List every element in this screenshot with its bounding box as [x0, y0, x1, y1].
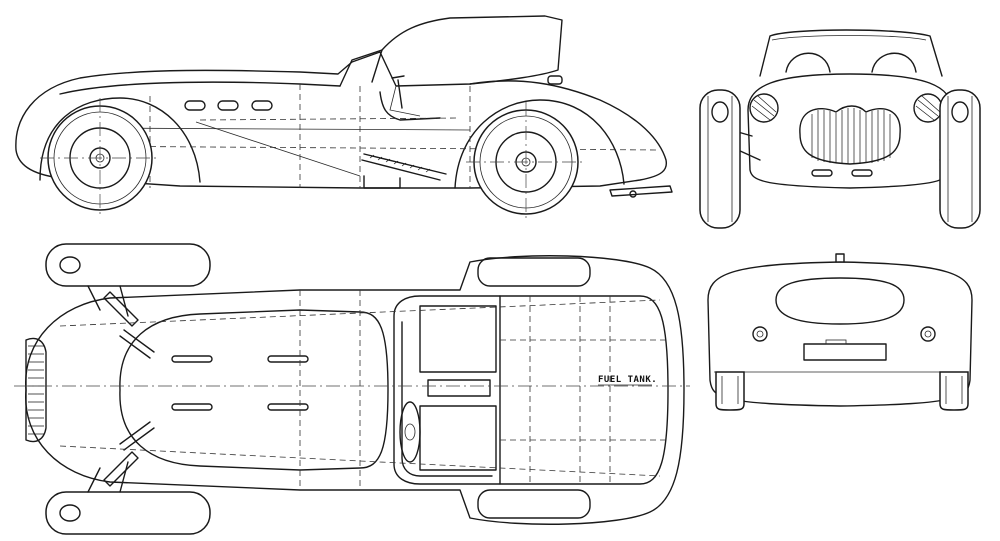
rear-boot-lid: [775, 277, 905, 325]
side-hood: [381, 15, 563, 85]
side-fuel-cap: [547, 75, 563, 85]
side-vent-2: [217, 100, 239, 111]
side-exhaust: [361, 153, 447, 181]
top-bonnet: [119, 309, 389, 471]
front-left-headlamp: [749, 93, 779, 123]
side-steering-wheel: [391, 75, 405, 109]
top-seat-left: [419, 305, 497, 373]
rear-right-lamp: [920, 326, 936, 342]
top-cockpit: [393, 295, 501, 485]
front-view: [699, 29, 981, 229]
front-right-wheel: [939, 89, 981, 229]
rear-left-lamp: [752, 326, 768, 342]
side-front-wheel: [40, 98, 160, 218]
front-right-headlamp: [913, 93, 943, 123]
top-rear-left-wheel: [477, 257, 591, 287]
rear-right-wheel: [939, 371, 969, 411]
front-windscreen: [759, 29, 943, 77]
side-windscreen: [339, 49, 383, 87]
front-body: [747, 73, 953, 189]
top-rear-right-wheel: [477, 489, 591, 519]
rear-body: [707, 261, 973, 407]
rear-left-wheel: [715, 371, 745, 411]
side-vent-1: [184, 100, 206, 111]
fuel-tank-label: FUEL TANK.: [598, 375, 657, 385]
rear-number-plate: [803, 343, 887, 361]
top-seat-right: [419, 405, 497, 471]
front-left-wheel: [699, 89, 741, 229]
top-rear-deck: [499, 295, 669, 485]
top-view: FUEL TANK.: [14, 243, 690, 535]
top-front-right-wheel: [45, 491, 211, 535]
top-grille: [25, 337, 47, 443]
side-rear-bumper: [609, 185, 673, 197]
rear-view: [707, 253, 973, 411]
side-view: [15, 15, 673, 222]
top-steering-wheel: [399, 401, 421, 463]
top-front-left-wheel: [45, 243, 211, 287]
side-vent-3: [251, 100, 273, 111]
side-body-outline: [15, 51, 668, 189]
front-grille: [799, 105, 901, 165]
side-rear-wheel: [466, 102, 586, 222]
